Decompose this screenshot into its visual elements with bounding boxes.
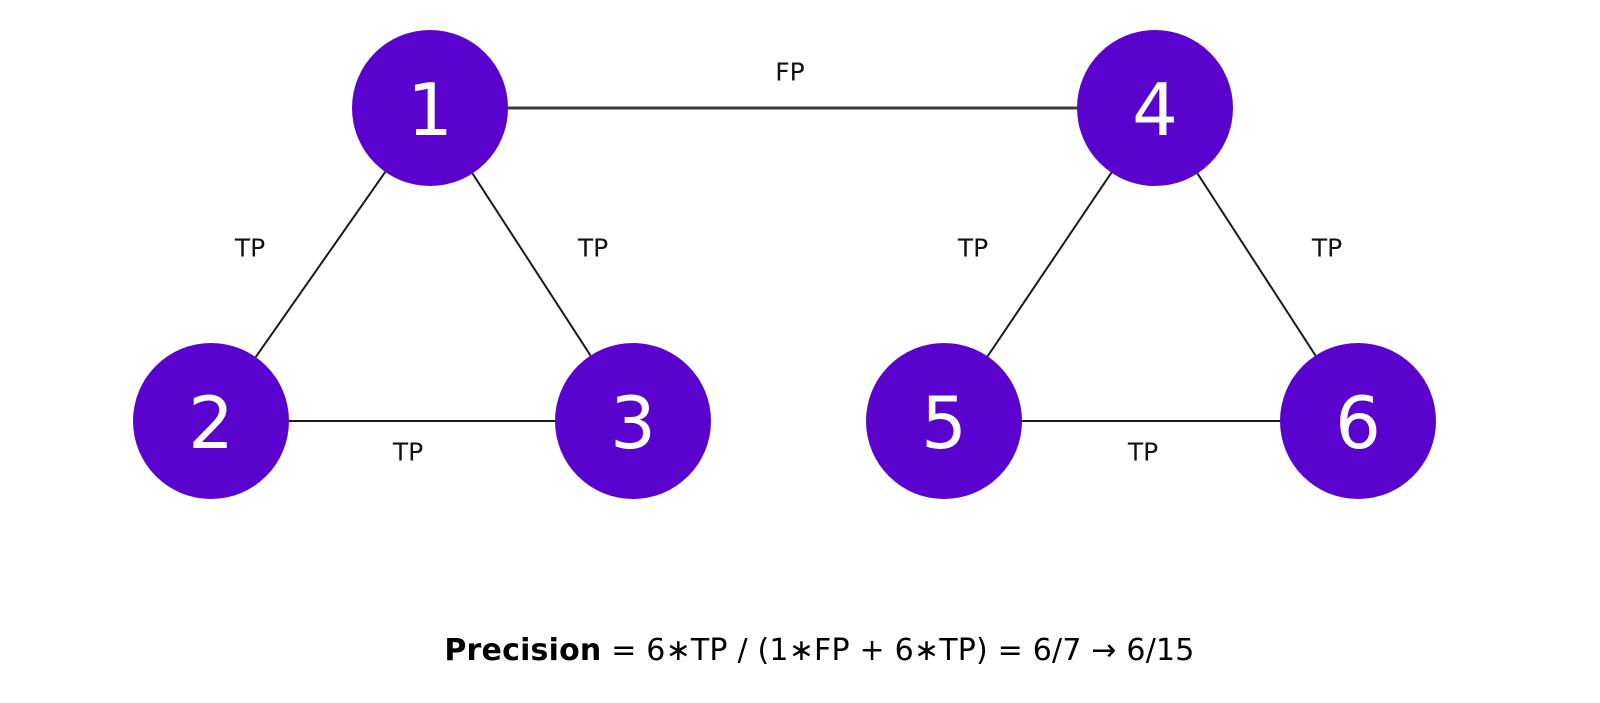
node-circle-4[interactable] xyxy=(1077,30,1233,186)
node-circle-2[interactable] xyxy=(133,343,289,499)
edge-label-2-3: TP xyxy=(392,438,423,467)
graph-svg: 1 2 3 4 5 6 FP TP TP TP TP TP TP xyxy=(133,30,1436,499)
edge-1-3 xyxy=(471,172,592,357)
node-label-4: 4 xyxy=(1132,68,1178,152)
edge-label-1-3: TP xyxy=(577,234,608,263)
diagram-canvas: 1 2 3 4 5 6 FP TP TP TP TP TP TP Precision = 6∗TP /… xyxy=(133,30,1436,668)
node-label-3: 3 xyxy=(610,381,656,465)
node-label-6: 6 xyxy=(1335,381,1381,465)
graph-node-3[interactable]: 3 xyxy=(555,343,711,499)
edge-4-6 xyxy=(1196,172,1317,357)
node-label-1: 1 xyxy=(407,68,453,152)
edge-labels-group: FP TP TP TP TP TP TP xyxy=(234,58,1342,467)
graph-node-6[interactable]: 6 xyxy=(1280,343,1436,499)
edge-label-5-6: TP xyxy=(1127,438,1158,467)
graph-node-2[interactable]: 2 xyxy=(133,343,289,499)
precision-caption: Precision = 6∗TP / (1∗FP + 6∗TP) = 6/7 →… xyxy=(0,598,1600,703)
graph-node-5[interactable]: 5 xyxy=(866,343,1022,499)
edge-label-4-6: TP xyxy=(1311,234,1342,263)
caption-expression: = 6∗TP / (1∗FP + 6∗TP) = 6/7 → 6/15 xyxy=(601,633,1195,668)
edge-4-5 xyxy=(986,172,1113,357)
node-circle-1[interactable] xyxy=(352,30,508,186)
edge-1-2 xyxy=(254,171,387,358)
edge-label-1-2: TP xyxy=(234,234,265,263)
nodes-group: 1 2 3 4 5 6 xyxy=(133,30,1436,499)
node-circle-6[interactable] xyxy=(1280,343,1436,499)
node-label-5: 5 xyxy=(921,381,967,465)
edges-group xyxy=(254,106,1317,422)
node-label-2: 2 xyxy=(188,381,234,465)
edge-label-1-4: FP xyxy=(775,58,804,87)
caption-term: Precision xyxy=(444,633,602,668)
node-circle-5[interactable] xyxy=(866,343,1022,499)
graph-node-4[interactable]: 4 xyxy=(1077,30,1233,186)
edge-label-4-5: TP xyxy=(957,234,988,263)
node-circle-3[interactable] xyxy=(555,343,711,499)
graph-node-1[interactable]: 1 xyxy=(352,30,508,186)
